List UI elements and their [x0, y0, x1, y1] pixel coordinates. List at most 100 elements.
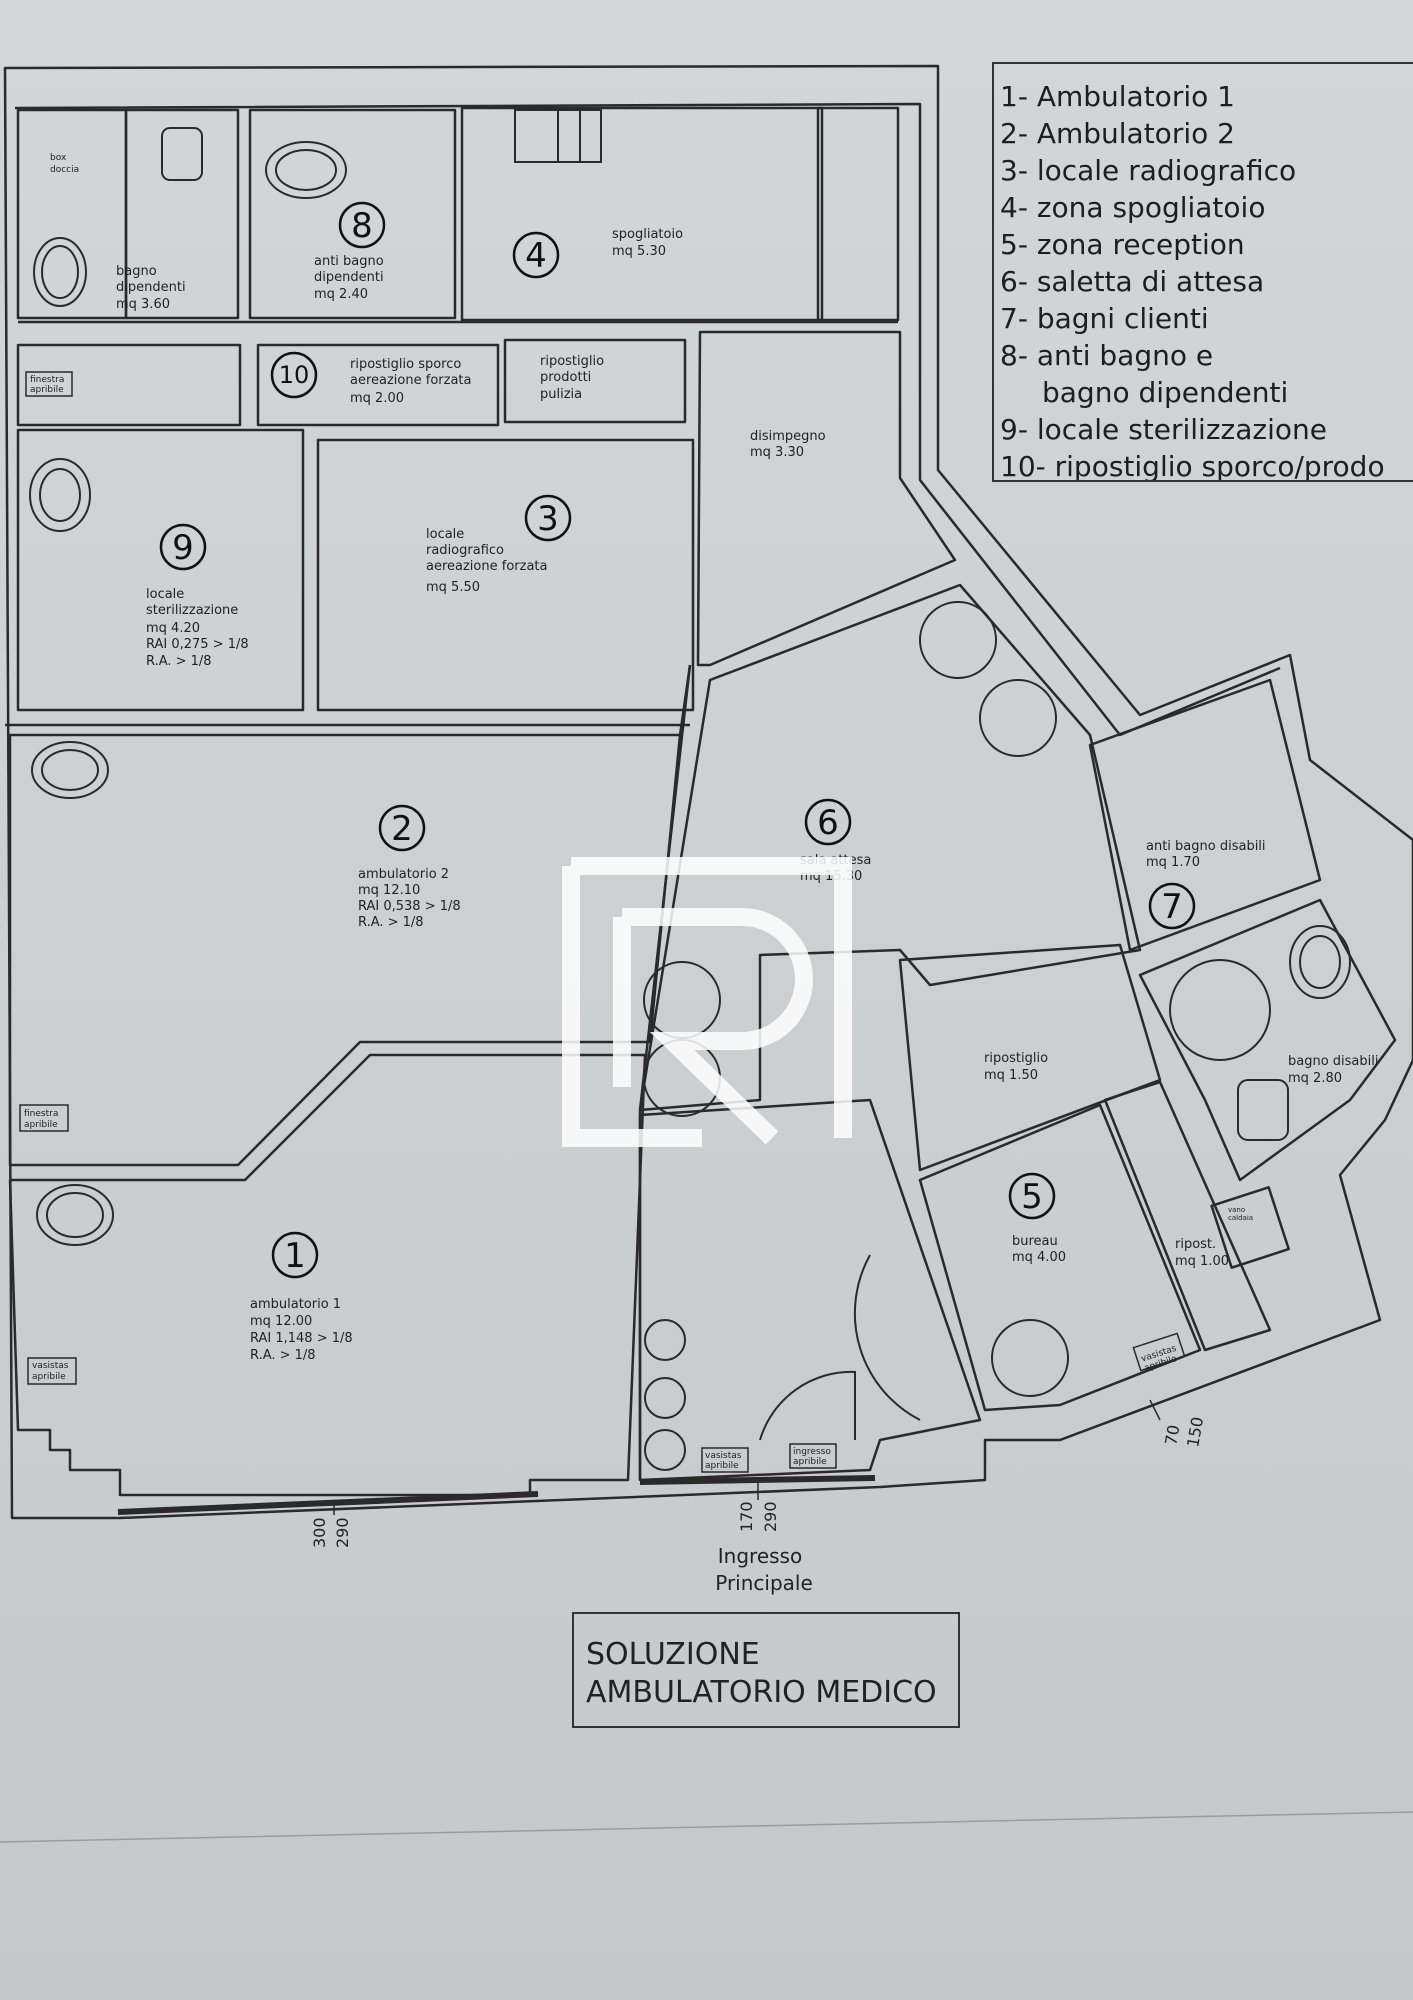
chair-icon [919, 601, 997, 679]
legend-item: 1- Ambulatorio 1 [1000, 80, 1235, 113]
finestra-tag-2-l1: finestra [24, 1109, 58, 1119]
finestra-tag-1-l2: apribile [30, 385, 64, 395]
ripostiglio-sporco-room [256, 343, 500, 427]
legend-item: 10- ripostiglio sporco/prodo [1000, 450, 1385, 482]
antibagno-room [248, 108, 457, 320]
vasistas-tag-1-l1: vasistas [32, 1361, 69, 1371]
room9-ra: R.A. > 1/8 [146, 654, 212, 669]
door-icon [853, 1254, 921, 1421]
ripostiglio-150-label: ripostiglio [984, 1051, 1048, 1066]
sink-icon [33, 237, 87, 307]
room-number-1: 1 [284, 1236, 306, 1276]
room9-rai: RAI 0,275 > 1/8 [146, 637, 249, 652]
vano-caldaia [1210, 1186, 1290, 1269]
room1-ra: R.A. > 1/8 [250, 1348, 316, 1363]
legend-item: 4- zona spogliatoio [1000, 191, 1266, 224]
ripostiglio-prodotti-label-3: pulizia [540, 387, 582, 402]
sink-icon [1289, 925, 1351, 999]
ripostiglio-150-area: mq 1.50 [984, 1068, 1038, 1083]
room2-rai: RAI 0,538 > 1/8 [358, 899, 461, 914]
sink-icon [36, 1184, 114, 1246]
sterilizzazione-room [16, 428, 305, 712]
room9-area: mq 4.20 [146, 621, 200, 636]
room3-label-2: radiografico [426, 543, 504, 558]
room-number-2: 2 [391, 809, 413, 849]
bagno-disabili-area: mq 2.80 [1288, 1071, 1342, 1086]
room5-label: bureau [1012, 1234, 1058, 1249]
vasistas-tag-1-l2: apribile [32, 1372, 66, 1382]
reception-room [638, 1098, 982, 1482]
room7-label: anti bagno disabili [1146, 839, 1266, 854]
title-line-1: SOLUZIONE [586, 1637, 760, 1672]
lockers-room [816, 106, 900, 322]
sink-icon [31, 741, 109, 799]
bagno-disabili-room [1138, 898, 1397, 1182]
dimension-70: 70 [1161, 1423, 1183, 1446]
bagno-disabili-label: bagno disabili [1288, 1054, 1379, 1069]
room2-label: ambulatorio 2 [358, 867, 449, 882]
finestra-tag-2-l2: apribile [24, 1120, 58, 1130]
entrance-window [639, 1475, 876, 1485]
room3-label-3: aereazione forzata [426, 559, 547, 574]
vano-tag-l1: vano [1228, 1206, 1245, 1214]
disimpegno-label: disimpegno [750, 429, 826, 444]
plant-icon [644, 1377, 686, 1419]
entrance-label-2: Principale [715, 1571, 813, 1595]
entrance-label-1: Ingresso [718, 1544, 802, 1568]
bagno-dipendenti-area: mq 3.60 [116, 297, 170, 312]
dimension-170: 170 [737, 1501, 756, 1532]
sink-icon [29, 458, 91, 532]
ripost-100-label: ripost. [1175, 1237, 1216, 1252]
box-doccia-label-1: box [50, 153, 67, 163]
legend-box: 1- Ambulatorio 1 2- Ambulatorio 2 3- loc… [992, 62, 1413, 482]
watermark-logo-icon [562, 857, 852, 1147]
ripostiglio-150-room [898, 943, 1162, 1172]
room3-label-1: locale [426, 527, 464, 542]
bagno-dipendenti-label-2: dipendenti [116, 280, 186, 295]
room1-rai: RAI 1,148 > 1/8 [250, 1331, 353, 1346]
vasistas-tag-2-l2: apribile [705, 1461, 739, 1471]
legend-item: 3- locale radiografico [1000, 154, 1297, 187]
room8-area: mq 2.40 [314, 287, 368, 302]
ingresso-tag-l1: ingresso [793, 1447, 831, 1457]
sink-icon [265, 141, 347, 199]
dimension-290-b: 290 [761, 1501, 780, 1532]
disimpegno-room [696, 330, 957, 667]
legend-item: 7- bagni clienti [1000, 302, 1209, 335]
chair-icon [979, 679, 1057, 757]
ingresso-tag-l2: apribile [793, 1457, 827, 1467]
chair-icon [991, 1319, 1069, 1397]
inner-wall [14, 102, 1281, 737]
bureau-room [918, 1103, 1202, 1412]
room2-area: mq 12.10 [358, 883, 420, 898]
ambulatorio1-window [117, 1491, 539, 1515]
toilet-icon [161, 127, 203, 181]
plant-icon [644, 1429, 686, 1471]
vasistas-tag-2-l1: vasistas [705, 1451, 742, 1461]
legend-item: 6- saletta di attesa [1000, 265, 1265, 298]
room2-ra: R.A. > 1/8 [358, 915, 424, 930]
ripostiglio-prodotti-label-2: prodotti [540, 370, 591, 385]
room10-area: mq 2.00 [350, 391, 404, 406]
room1-area: mq 12.00 [250, 1314, 312, 1329]
room3-area: mq 5.50 [426, 580, 480, 595]
outer-wall [3, 64, 1413, 1520]
room4-label: spogliatoio [612, 227, 683, 242]
room-number-10: 10 [279, 361, 310, 389]
room-number-8: 8 [351, 206, 373, 246]
room-number-7: 7 [1161, 887, 1183, 927]
room-number-9: 9 [172, 528, 194, 568]
wheelchair-area-icon [1169, 959, 1271, 1061]
room-number-3: 3 [537, 499, 559, 539]
door-icon [759, 1370, 856, 1441]
legend-item: 2- Ambulatorio 2 [1000, 117, 1235, 150]
ripostiglio-prodotti-room [503, 338, 687, 424]
disimpegno-area: mq 3.30 [750, 445, 804, 460]
ripost-100-area: mq 1.00 [1175, 1254, 1229, 1269]
ripost-100-room [1103, 1080, 1272, 1352]
antibagno-disabili-room [1088, 678, 1322, 952]
plant-icon [644, 1319, 686, 1361]
wc-room [124, 108, 240, 320]
